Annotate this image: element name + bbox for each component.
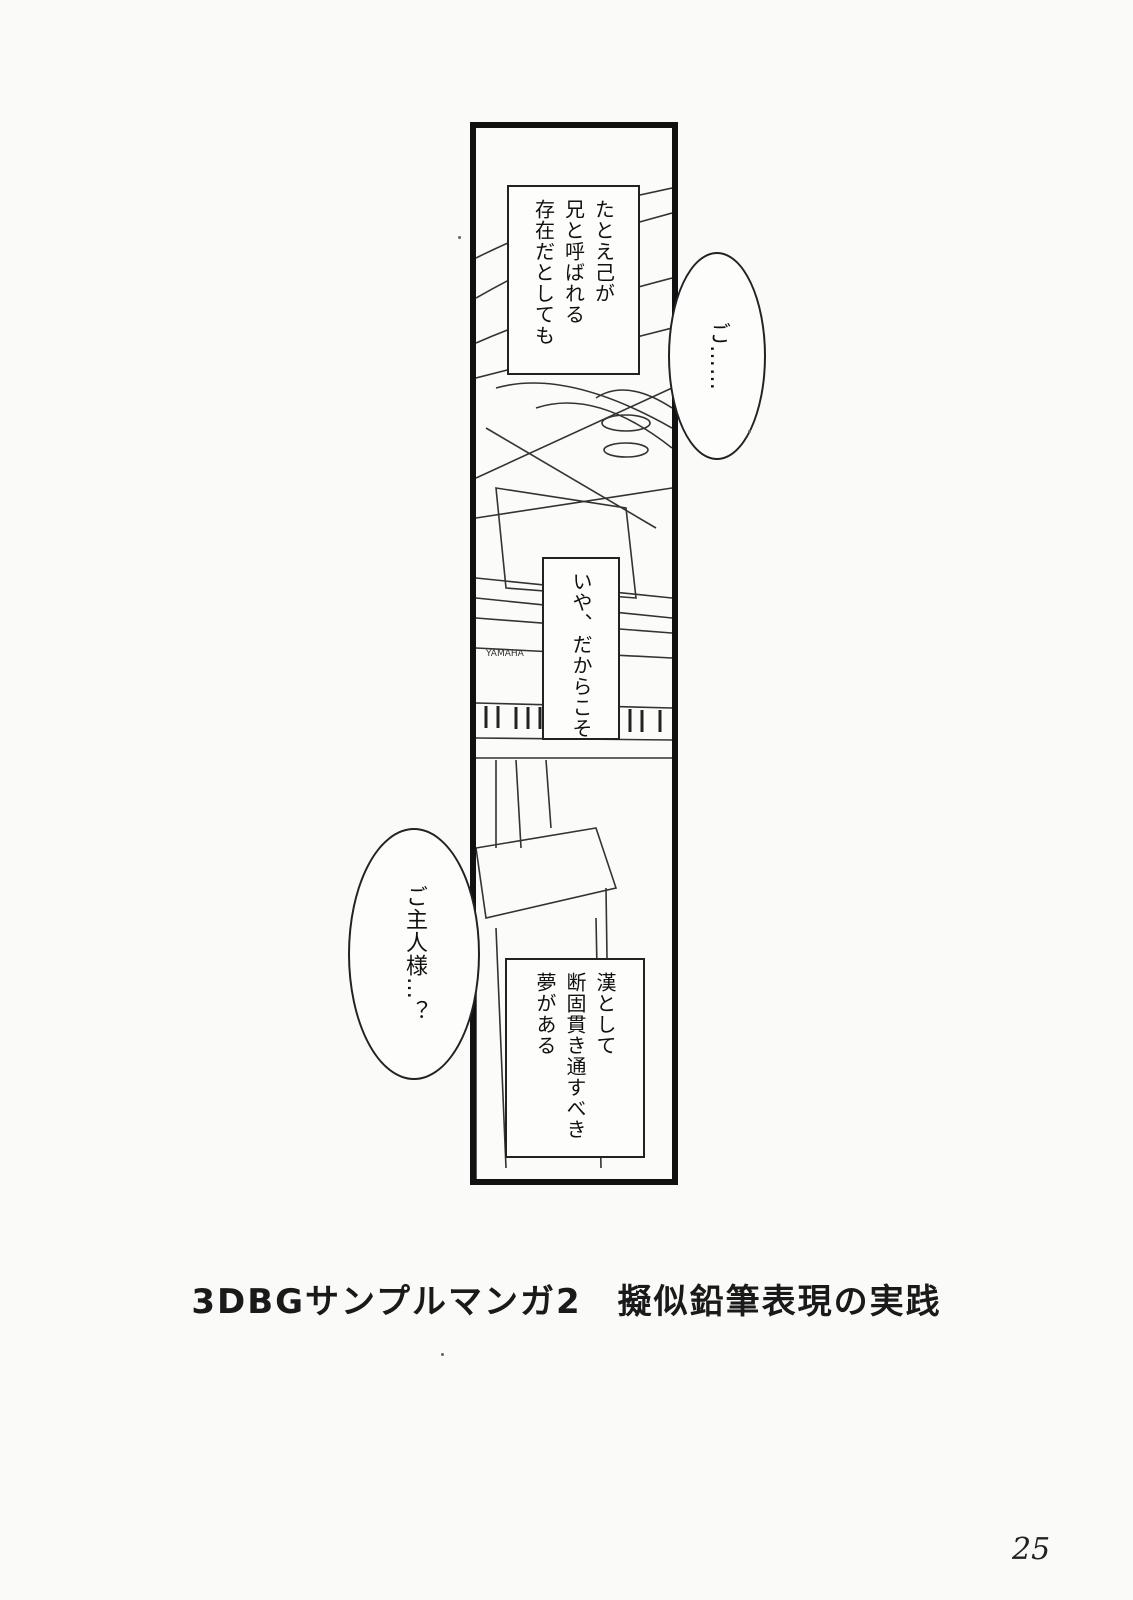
- narration-middle-text: いや、だからこそ: [569, 571, 593, 739]
- narration-box-bottom: 漢として 断固貫き通すべき 夢がある: [505, 958, 645, 1158]
- speech-bubble-bottom-text: ご主人様…？: [402, 885, 427, 1023]
- narration-bottom-line-1: 漢として: [593, 972, 617, 1056]
- page-number: 25: [1012, 1532, 1051, 1567]
- narration-top-line-1: たとえ己が: [591, 199, 616, 304]
- scan-speck: [458, 236, 461, 239]
- speech-bubble-top: ご……: [668, 252, 766, 460]
- narration-box-top: たとえ己が 兄と呼ばれる 存在だとしても: [507, 185, 640, 375]
- narration-top-line-2: 兄と呼ばれる: [561, 199, 586, 325]
- narration-bottom-line-2: 断固貫き通すべき: [563, 972, 587, 1140]
- scan-speck: [748, 430, 751, 433]
- speech-bubble-top-text: ご……: [705, 321, 730, 391]
- narration-top-line-3: 存在だとしても: [531, 199, 556, 346]
- piano-brand-label: YAMAHA: [485, 649, 525, 659]
- narration-box-middle: いや、だからこそ: [542, 557, 620, 740]
- scan-speck: [441, 1353, 444, 1356]
- speech-bubble-bottom: ご主人様…？: [348, 828, 480, 1080]
- narration-bottom-line-3: 夢がある: [533, 972, 557, 1056]
- page-caption: 3DBGサンプルマンガ2 擬似鉛筆表現の実践: [191, 1282, 942, 1322]
